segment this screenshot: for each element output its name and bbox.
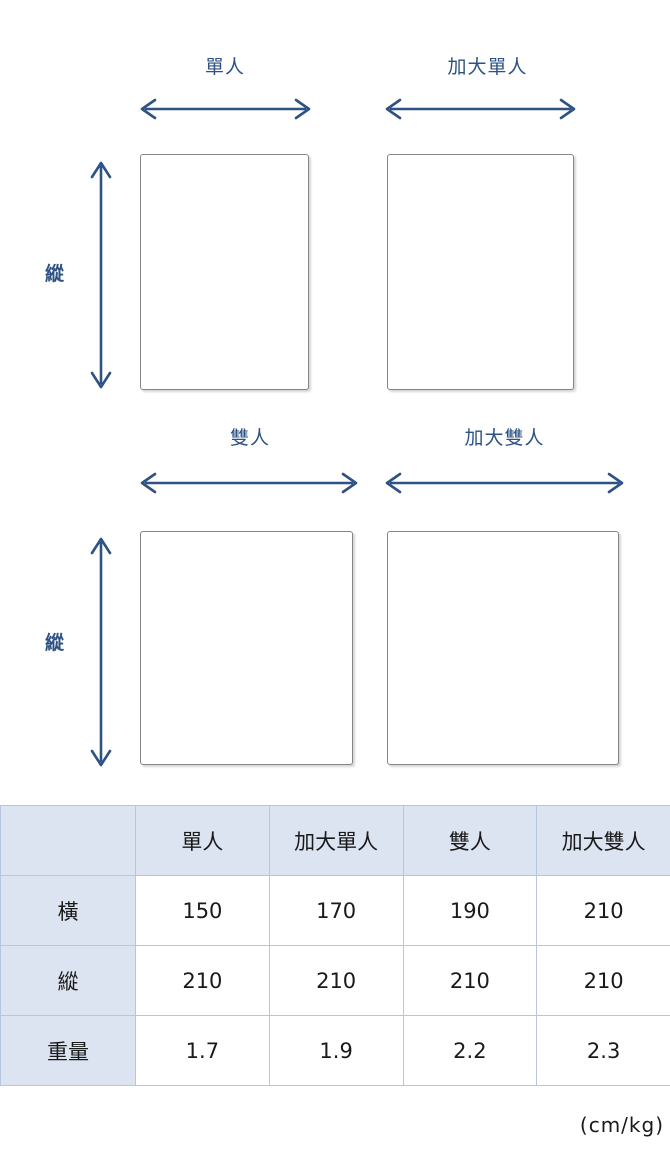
cell-length-single: 210 bbox=[135, 945, 270, 1016]
table-header-single: 單人 bbox=[135, 805, 270, 876]
mattress-rect-double bbox=[140, 531, 353, 765]
mattress-rect-single-xl bbox=[387, 154, 574, 390]
diagram-area: 單人 加大單人 縱 雙人 加大雙人 bbox=[45, 57, 624, 767]
horizontal-dimension-arrow-single-xl bbox=[385, 98, 576, 120]
table-header-row: 單人 加大單人 雙人 加大雙人 bbox=[0, 805, 670, 876]
table-row: 橫 150 170 190 210 bbox=[0, 875, 670, 946]
horizontal-dimension-arrow-double-xl bbox=[385, 472, 624, 494]
vertical-dimension-arrow-row1 bbox=[90, 161, 112, 389]
size-label-double-xl: 加大雙人 bbox=[464, 428, 545, 449]
unit-note: (cm/kg) bbox=[579, 1113, 664, 1137]
cell-weight-single: 1.7 bbox=[135, 1015, 270, 1086]
horizontal-dimension-arrow-single bbox=[140, 98, 311, 120]
mattress-rect-single bbox=[140, 154, 309, 390]
axis-label-vertical-row1: 縱 bbox=[45, 264, 65, 285]
cell-width-single: 150 bbox=[135, 875, 270, 946]
table-corner-cell bbox=[0, 805, 136, 876]
table-row: 縱 210 210 210 210 bbox=[0, 945, 670, 1016]
table-header-single-xl: 加大單人 bbox=[268, 805, 404, 876]
size-label-double: 雙人 bbox=[229, 428, 270, 449]
cell-length-single-xl: 210 bbox=[268, 945, 404, 1016]
spec-table-container: 單人 加大單人 雙人 加大雙人 橫 150 170 190 210 縱 210 bbox=[0, 805, 670, 1086]
table-row: 重量 1.7 1.9 2.2 2.3 bbox=[0, 1015, 670, 1086]
cell-weight-double-xl: 2.3 bbox=[536, 1015, 670, 1086]
vertical-dimension-arrow-row2 bbox=[90, 537, 112, 767]
size-label-single: 單人 bbox=[204, 57, 245, 78]
cell-width-single-xl: 170 bbox=[268, 875, 404, 946]
spec-table: 單人 加大單人 雙人 加大雙人 橫 150 170 190 210 縱 210 bbox=[0, 805, 670, 1086]
cell-width-double-xl: 210 bbox=[536, 875, 670, 946]
cell-weight-double: 2.2 bbox=[402, 1015, 538, 1086]
table-header-double-xl: 加大雙人 bbox=[536, 805, 670, 876]
table-header-double: 雙人 bbox=[402, 805, 538, 876]
mattress-rect-double-xl bbox=[387, 531, 619, 765]
cell-length-double-xl: 210 bbox=[536, 945, 670, 1016]
row-header-width: 橫 bbox=[0, 875, 136, 946]
axis-label-vertical-row2: 縱 bbox=[45, 633, 65, 654]
cell-length-double: 210 bbox=[402, 945, 538, 1016]
horizontal-dimension-arrow-double bbox=[140, 472, 358, 494]
cell-width-double: 190 bbox=[402, 875, 538, 946]
row-header-weight: 重量 bbox=[0, 1015, 136, 1086]
cell-weight-single-xl: 1.9 bbox=[268, 1015, 404, 1086]
size-label-single-xl: 加大單人 bbox=[447, 57, 528, 78]
row-header-length: 縱 bbox=[0, 945, 136, 1016]
